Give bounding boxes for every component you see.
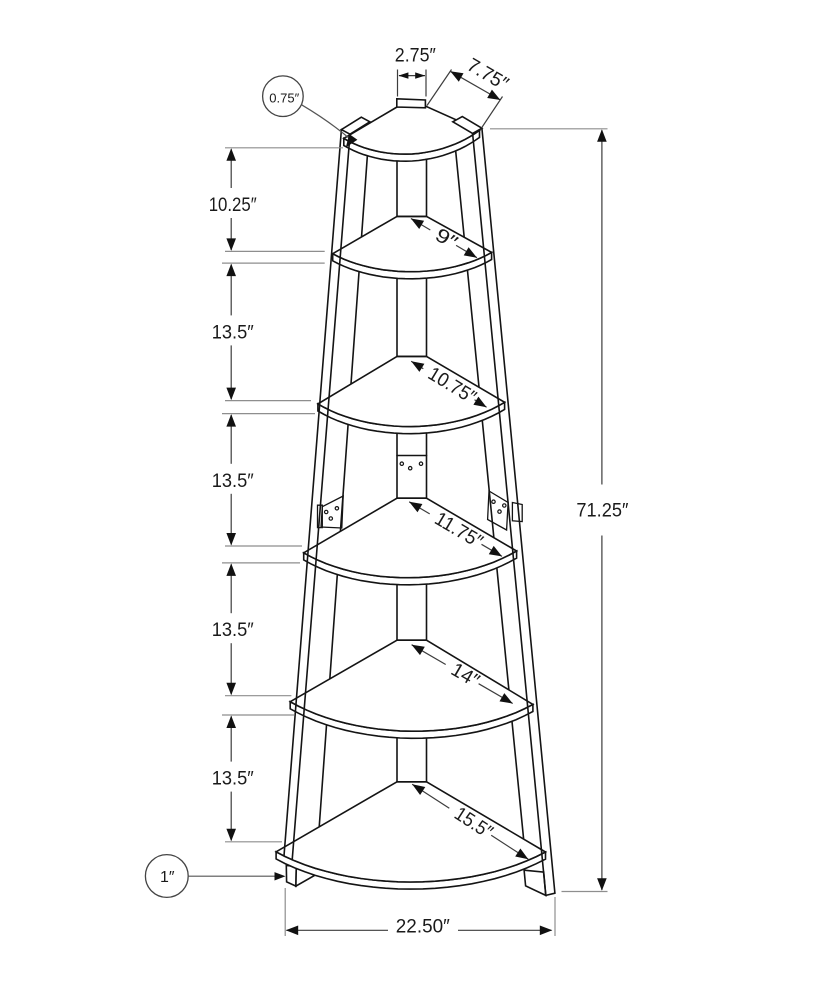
svg-text:1″: 1″ [160,869,175,886]
svg-text:10.25″: 10.25″ [209,194,257,216]
svg-text:13.5″: 13.5″ [212,768,254,790]
svg-text:71.25″: 71.25″ [576,500,628,522]
svg-text:22.50″: 22.50″ [396,916,450,938]
svg-text:0.75″: 0.75″ [269,91,299,106]
svg-text:13.5″: 13.5″ [212,470,254,492]
svg-text:2.75″: 2.75″ [395,45,436,67]
svg-text:13.5″: 13.5″ [212,321,254,343]
svg-text:13.5″: 13.5″ [212,619,254,641]
